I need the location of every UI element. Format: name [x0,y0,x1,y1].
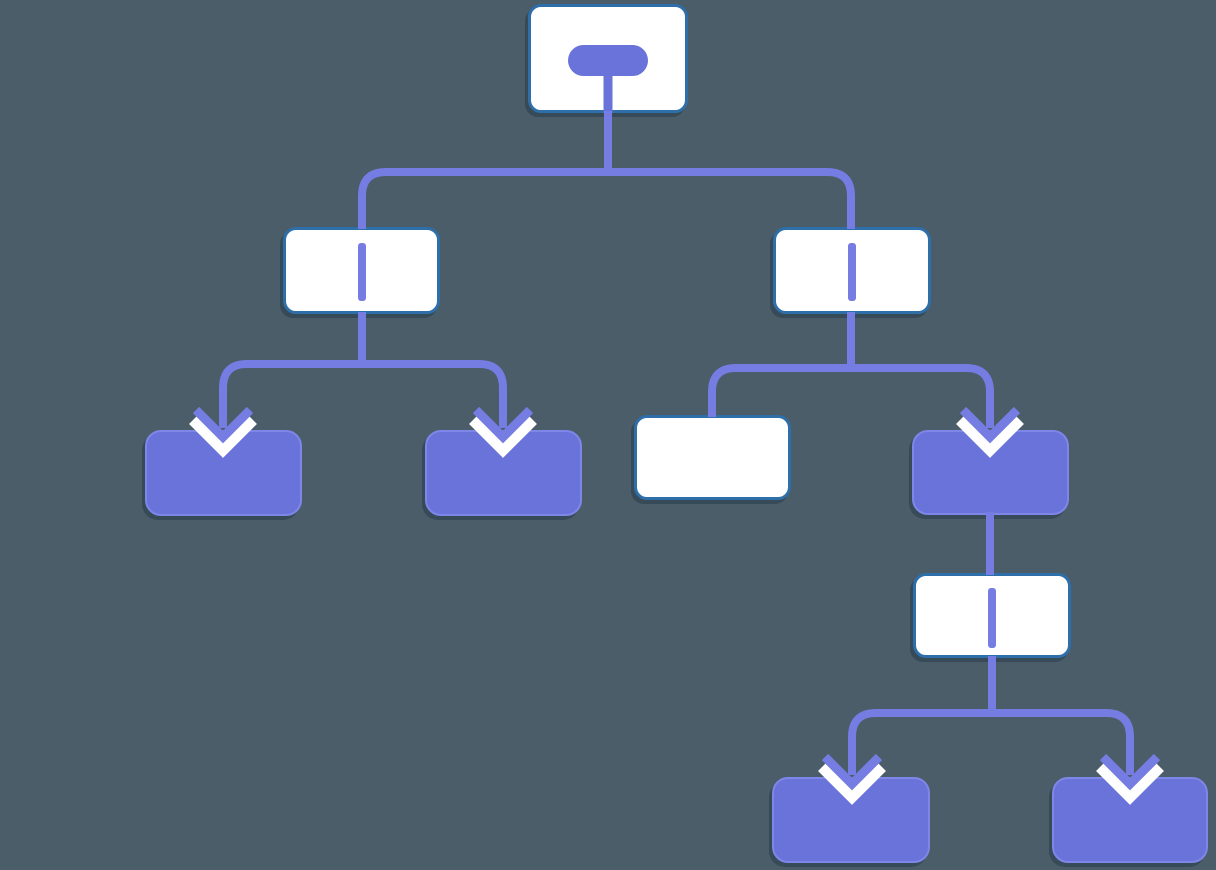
node-branch-right[interactable] [773,227,931,314]
pill-stem-icon [603,71,613,113]
node-leaf-1[interactable] [145,430,302,516]
node-root[interactable] [528,4,688,113]
vertical-bar-icon [357,243,366,301]
node-branch-bottom[interactable] [913,573,1071,658]
node-leaf-5[interactable] [1052,777,1208,863]
node-leaf-2[interactable] [425,430,582,516]
vertical-bar-icon [848,243,856,301]
node-plain-leaf[interactable] [634,415,791,500]
edge-branch-left-rail [219,360,507,428]
node-leaf-3[interactable] [912,430,1069,515]
edge-branch-bottom-rail [848,709,1134,775]
node-branch-left[interactable] [283,227,440,314]
node-leaf-4[interactable] [772,777,930,863]
vertical-bar-icon [988,588,996,648]
pill-with-stem-icon [568,45,648,76]
edge-root-rail [358,168,855,229]
